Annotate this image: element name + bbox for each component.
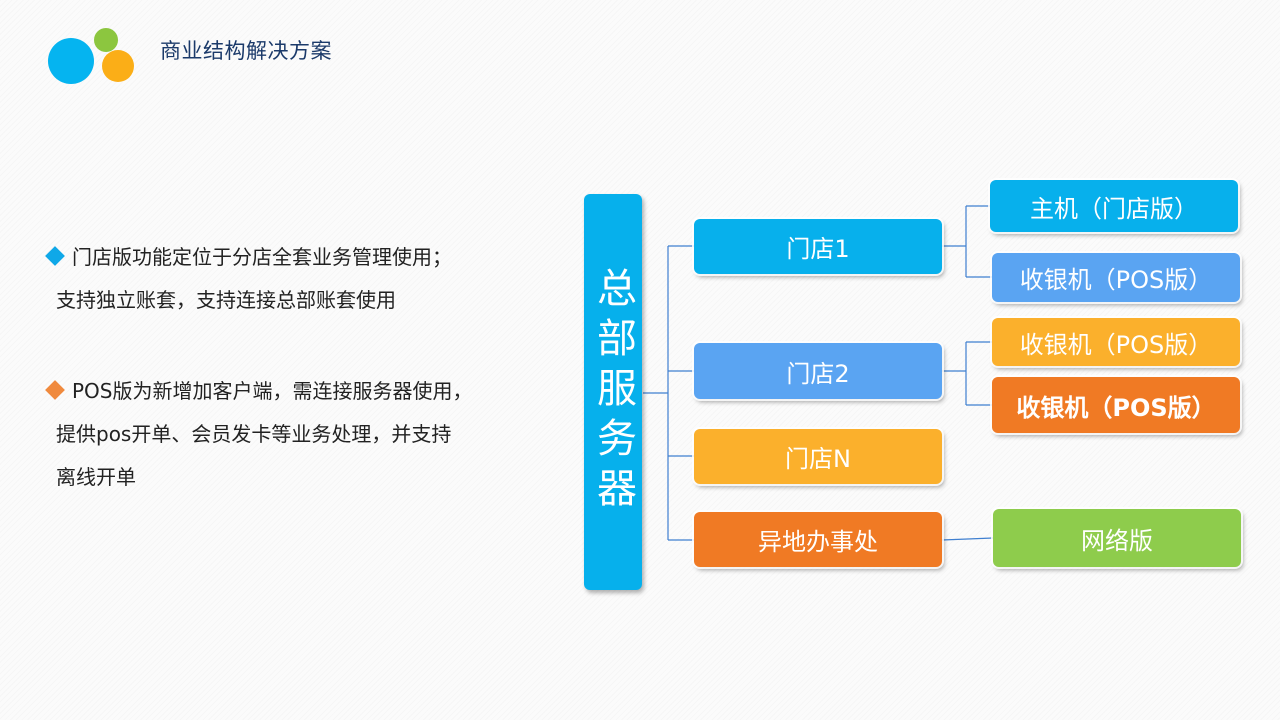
node-label: 网络版: [1081, 526, 1153, 555]
network-edition-node: 网络版: [993, 509, 1241, 567]
node-label: 收银机（POS版）: [1016, 393, 1216, 422]
node-label: 收银机（POS版）: [1019, 330, 1213, 359]
node-label: 异地办事处: [758, 528, 878, 556]
pos-register-node: 收银机（POS版）: [992, 253, 1240, 302]
logo-green-circle: [94, 28, 118, 52]
node-label: 主机（门店版）: [1030, 194, 1198, 223]
bullet-text: 离线开单: [56, 465, 136, 489]
connector-line: [941, 537, 994, 541]
logo-orange-circle: [102, 50, 134, 82]
pos-register-node: 收银机（POS版）: [992, 318, 1240, 366]
remote-office-node: 异地办事处: [694, 512, 942, 567]
pos-register-node: 收银机（POS版）: [992, 377, 1240, 433]
storeN-node: 门店N: [694, 429, 942, 484]
hq-server-label: 总部服务器: [590, 267, 636, 517]
node-label: 门店2: [786, 359, 850, 388]
logo: [46, 24, 136, 86]
bullet-text: 支持独立账套，支持连接总部账套使用: [56, 288, 396, 312]
host-store-edition-node: 主机（门店版）: [990, 180, 1238, 232]
bullet-store-edition: 门店版功能定位于分店全套业务管理使用； 支持独立账套，支持连接总部账套使用: [44, 236, 452, 322]
logo-blue-circle: [48, 38, 94, 84]
store2-node: 门店2: [694, 343, 942, 399]
store1-node: 门店1: [694, 219, 942, 274]
node-label: 门店N: [785, 445, 851, 473]
slide-title: 商业结构解决方案: [160, 39, 332, 63]
bullet-text: POS版为新增加客户端，需连接服务器使用，: [72, 379, 473, 403]
hq-server-node: 总部服务器: [584, 194, 642, 590]
node-label: 收银机（POS版）: [1019, 266, 1213, 294]
bullet-text: 门店版功能定位于分店全套业务管理使用；: [72, 245, 452, 269]
bullet-text: 提供pos开单、会员发卡等业务处理，并支持: [56, 422, 452, 446]
bullet-pos-edition: POS版为新增加客户端，需连接服务器使用， 提供pos开单、会员发卡等业务处理，…: [44, 370, 473, 499]
node-label: 门店1: [786, 235, 850, 263]
